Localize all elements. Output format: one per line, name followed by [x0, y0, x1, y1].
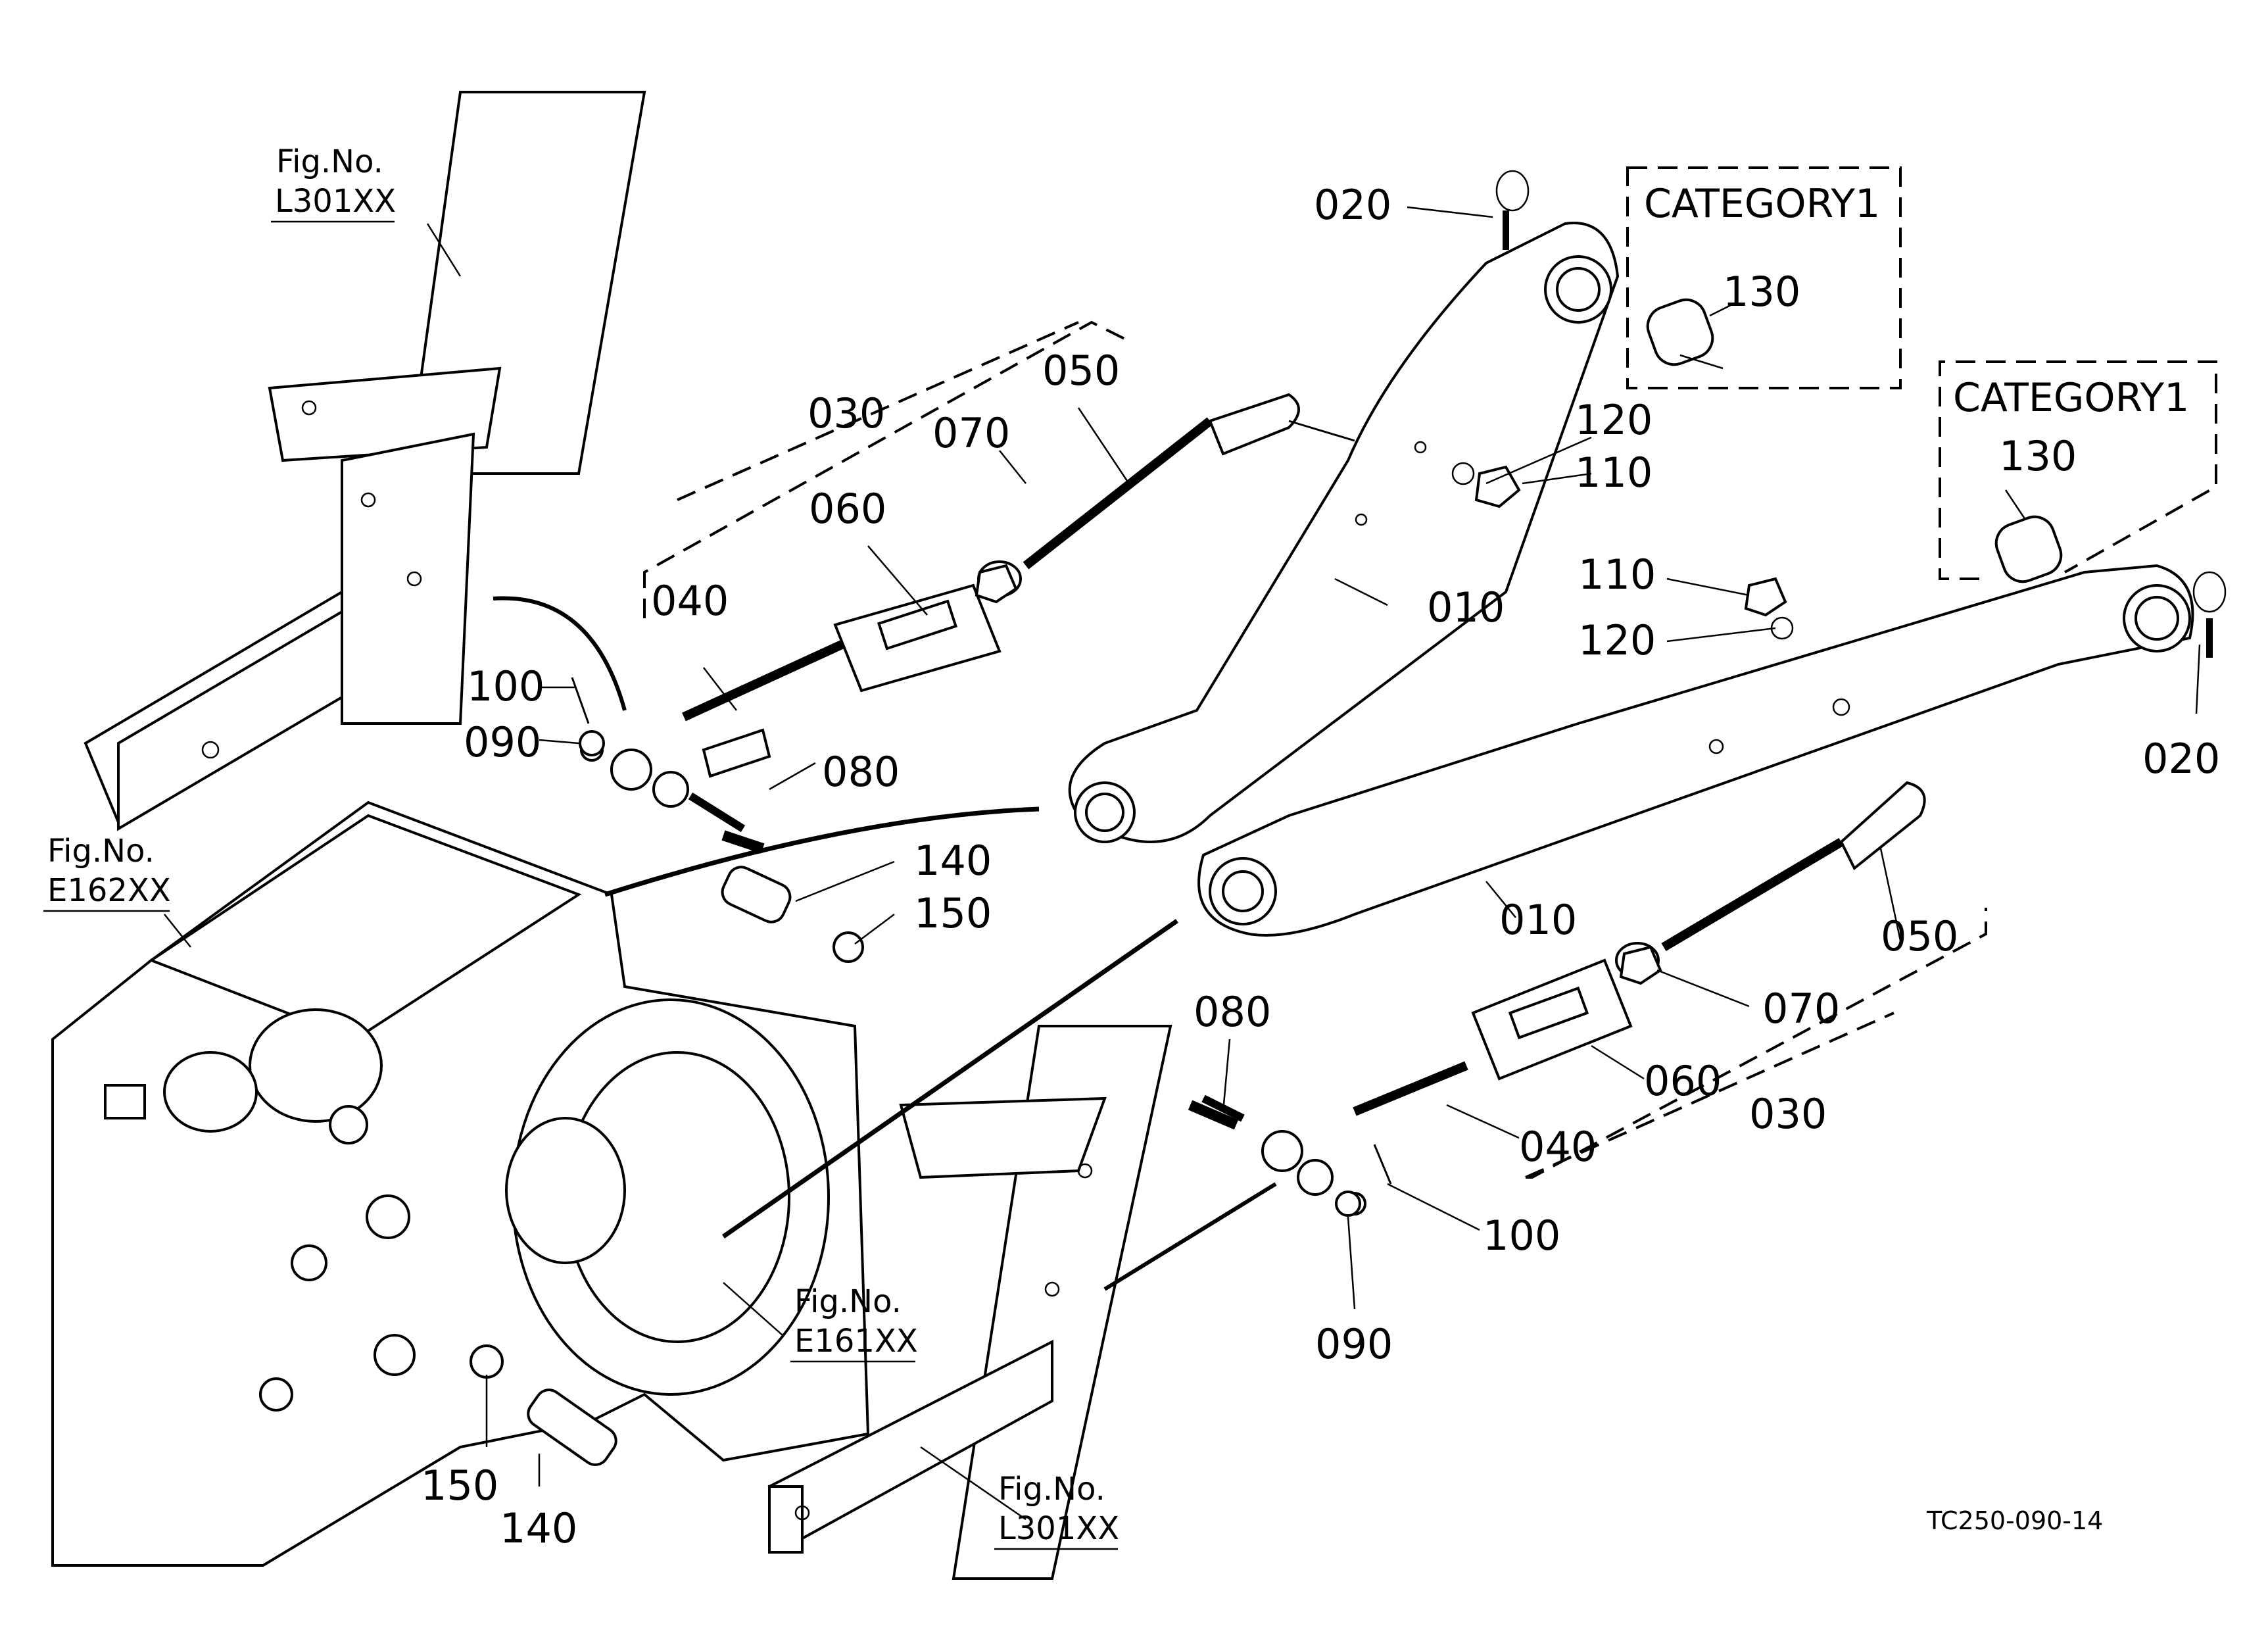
category-box-lower: [1939, 360, 2217, 580]
part-label-110-top: 110: [1575, 449, 1653, 497]
part-label-030-bottom: 030: [1749, 1090, 1827, 1138]
dashed-groups: [643, 166, 2217, 1179]
part-label-030-top: 030: [808, 389, 885, 437]
part-label-020-top: 020: [1314, 181, 1391, 229]
part-label-150-top: 150: [914, 889, 992, 937]
part-labels: 020 130 130 050 030 070 060 120 110 040 …: [421, 181, 2220, 1552]
part-label-070-top: 070: [932, 409, 1010, 457]
category-label-lower: CATEGORY1: [1953, 375, 2189, 421]
fig-ref-prefix-bottom: Fig.No.: [998, 1471, 1105, 1508]
part-label-090-bottom: 090: [1315, 1320, 1393, 1368]
fig-ref-prefix-top: Fig.No.: [276, 143, 383, 180]
category-labels: CATEGORY1 CATEGORY1: [1644, 181, 2189, 421]
part-label-120-top: 120: [1575, 396, 1653, 444]
part-label-050-top: 050: [1042, 347, 1120, 395]
part-label-040-top: 040: [651, 577, 729, 625]
check-chain-upper: [580, 393, 1355, 833]
fig-ref-prefix-e161: Fig.No.: [794, 1283, 902, 1320]
category-label-upper: CATEGORY1: [1644, 181, 1880, 227]
fig-ref-l301-top: L301XX: [275, 183, 396, 220]
part-label-090-top: 090: [464, 718, 541, 766]
lower-link-upper: [1068, 222, 1620, 843]
small-parts: [470, 170, 2227, 1466]
part-label-020-right: 020: [2142, 735, 2220, 783]
part-label-010-bottom: 010: [1499, 896, 1577, 944]
part-label-140-bottom: 140: [500, 1504, 577, 1552]
part-label-060-bottom: 060: [1644, 1057, 1722, 1105]
fig-ref-prefix-e162: Fig.No.: [47, 833, 155, 870]
part-label-080-bottom: 080: [1194, 988, 1271, 1036]
part-label-040-bottom: 040: [1519, 1123, 1597, 1171]
assembly-guides: [493, 596, 1277, 1291]
fig-ref-e162: E162XX: [47, 872, 171, 909]
part-label-100-bottom: 100: [1483, 1212, 1560, 1260]
part-label-080-top: 080: [822, 748, 900, 796]
part-label-060-top: 060: [809, 485, 886, 533]
part-label-050-bottom: 050: [1881, 912, 1958, 960]
part-label-150-bottom: 150: [421, 1462, 498, 1510]
lower-link-lower: [1197, 564, 2194, 937]
leader-lines: [164, 206, 2201, 1521]
figure-references: Fig.No. L301XX Fig.No. E162XX Fig.No. E1…: [43, 143, 1119, 1550]
fig-ref-e161: E161XX: [794, 1323, 918, 1360]
part-label-130-right: 130: [1999, 432, 2077, 480]
transmission-housing: [51, 800, 870, 1567]
part-label-110-right: 110: [1578, 551, 1656, 599]
part-label-070-bottom: 070: [1762, 985, 1840, 1033]
part-label-140-top: 140: [914, 837, 992, 885]
part-label-130-top: 130: [1723, 268, 1800, 316]
drawing-code: TC250-090-14: [1926, 1506, 2103, 1535]
frame-bracket-bottom: [767, 1025, 1172, 1580]
part-label-120-right: 120: [1578, 616, 1656, 664]
part-label-010-top: 010: [1427, 583, 1505, 631]
part-label-100-top: 100: [467, 662, 544, 710]
frame-bracket-top-left: [84, 91, 646, 831]
category-box-upper: [1626, 166, 1902, 389]
fig-ref-l301-bottom: L301XX: [998, 1510, 1119, 1547]
